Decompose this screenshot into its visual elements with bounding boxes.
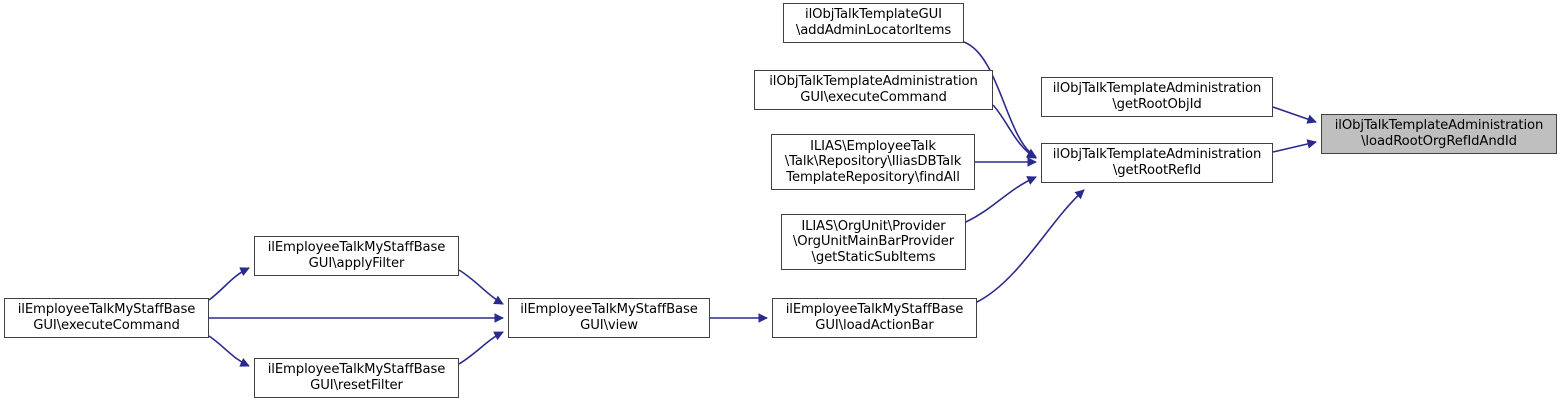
node-executeCommand[interactable]: ilEmployeeTalkMyStaffBase GUI\executeCom…: [4, 298, 209, 338]
edge-applyFilter-to-view: [458, 269, 504, 305]
node-label-addAdminLocatorItems: ilObjTalkTemplateGUI \addAdminLocatorIte…: [795, 7, 952, 38]
node-applyFilter[interactable]: ilEmployeeTalkMyStaffBase GUI\applyFilte…: [254, 236, 459, 276]
node-label-getRootRefId: ilObjTalkTemplateAdministration \getRoot…: [1052, 147, 1262, 178]
edge-executeCommand-to-applyFilter: [208, 267, 250, 301]
node-label-applyFilter: ilEmployeeTalkMyStaffBase GUI\applyFilte…: [267, 240, 446, 271]
edge-getStaticSubItems-to-getRootRefId: [965, 176, 1037, 223]
node-label-view: ilEmployeeTalkMyStaffBase GUI\view: [520, 302, 698, 333]
node-getStaticSubItems[interactable]: ILIAS\OrgUnit\Provider \OrgUnitMainBarPr…: [781, 214, 966, 270]
edge-executeCommand-to-resetFilter: [208, 335, 250, 367]
node-view[interactable]: ilEmployeeTalkMyStaffBase GUI\view: [508, 298, 710, 338]
node-loadActionBar[interactable]: ilEmployeeTalkMyStaffBase GUI\loadAction…: [772, 298, 977, 338]
node-adminExecuteCommand[interactable]: ilObjTalkTemplateAdministration GUI\exec…: [754, 70, 993, 110]
edge-resetFilter-to-view: [458, 331, 504, 365]
node-label-getRootObjId: ilObjTalkTemplateAdministration \getRoot…: [1052, 81, 1262, 112]
node-resetFilter[interactable]: ilEmployeeTalkMyStaffBase GUI\resetFilte…: [254, 358, 459, 398]
node-getRootRefId[interactable]: ilObjTalkTemplateAdministration \getRoot…: [1041, 143, 1273, 183]
node-getRootObjId[interactable]: ilObjTalkTemplateAdministration \getRoot…: [1041, 77, 1273, 117]
node-label-loadActionBar: ilEmployeeTalkMyStaffBase GUI\loadAction…: [785, 302, 964, 333]
node-label-executeCommand: ilEmployeeTalkMyStaffBase GUI\executeCom…: [17, 302, 196, 333]
edge-adminExecuteCommand-to-getRootRefId: [992, 104, 1037, 159]
edge-getRootRefId-to-loadRootOrgRefIdAndId: [1272, 139, 1317, 153]
node-label-findAll: ILIAS\EmployeeTalk \Talk\Repository\Ilia…: [784, 138, 962, 185]
node-label-loadRootOrgRefIdAndId: ilObjTalkTemplateAdministration \loadRoo…: [1334, 118, 1544, 149]
node-loadRootOrgRefIdAndId[interactable]: ilObjTalkTemplateAdministration \loadRoo…: [1321, 114, 1557, 154]
edge-loadActionBar-to-getRootRefId: [976, 189, 1085, 303]
node-addAdminLocatorItems[interactable]: ilObjTalkTemplateGUI \addAdminLocatorIte…: [783, 3, 964, 43]
node-label-resetFilter: ilEmployeeTalkMyStaffBase GUI\resetFilte…: [267, 362, 446, 393]
node-label-adminExecuteCommand: ilObjTalkTemplateAdministration GUI\exec…: [769, 74, 978, 105]
node-label-getStaticSubItems: ILIAS\OrgUnit\Provider \OrgUnitMainBarPr…: [792, 218, 955, 265]
edge-getRootObjId-to-loadRootOrgRefIdAndId: [1272, 106, 1317, 124]
node-findAll[interactable]: ILIAS\EmployeeTalk \Talk\Repository\Ilia…: [771, 134, 975, 190]
